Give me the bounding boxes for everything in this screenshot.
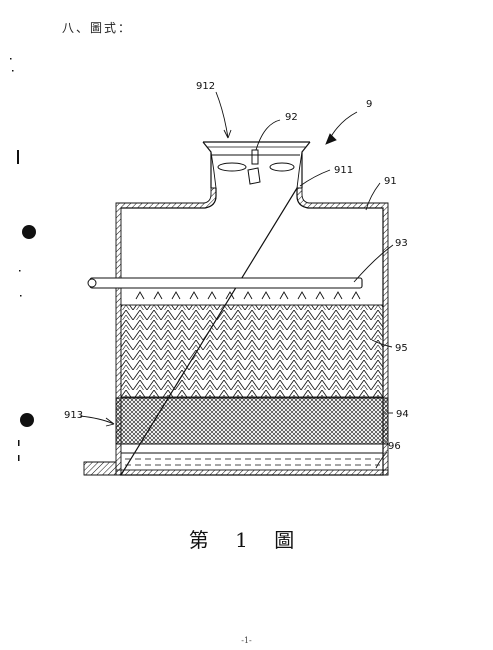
- layer-94: [115, 397, 389, 445]
- figure-caption: 第 1 圖: [188, 528, 305, 552]
- margin-specks: [10, 58, 36, 461]
- fan-92: [212, 149, 300, 185]
- section-heading: 八、圖式：: [62, 21, 133, 35]
- leader-lines: [79, 91, 394, 469]
- label-912: 912: [196, 81, 215, 92]
- label-913: 913: [64, 410, 83, 421]
- drain-outlet: [83, 461, 117, 476]
- fill-media-95: [120, 304, 384, 398]
- label-91: 91: [384, 176, 397, 187]
- fan-shroud-911: [202, 141, 311, 189]
- label-95: 95: [395, 343, 408, 354]
- label-9: 9: [366, 99, 372, 110]
- punch-hole-bottom: [20, 413, 34, 427]
- label-94: 94: [396, 409, 409, 420]
- label-911: 911: [334, 165, 353, 176]
- label-92: 92: [285, 112, 298, 123]
- spray-pipe-93: [87, 277, 363, 300]
- punch-hole-top: [22, 225, 36, 239]
- label-93: 93: [395, 238, 408, 249]
- page-number: -1-: [241, 636, 252, 645]
- water-basin-96: [121, 452, 383, 466]
- label-96: 96: [388, 441, 401, 452]
